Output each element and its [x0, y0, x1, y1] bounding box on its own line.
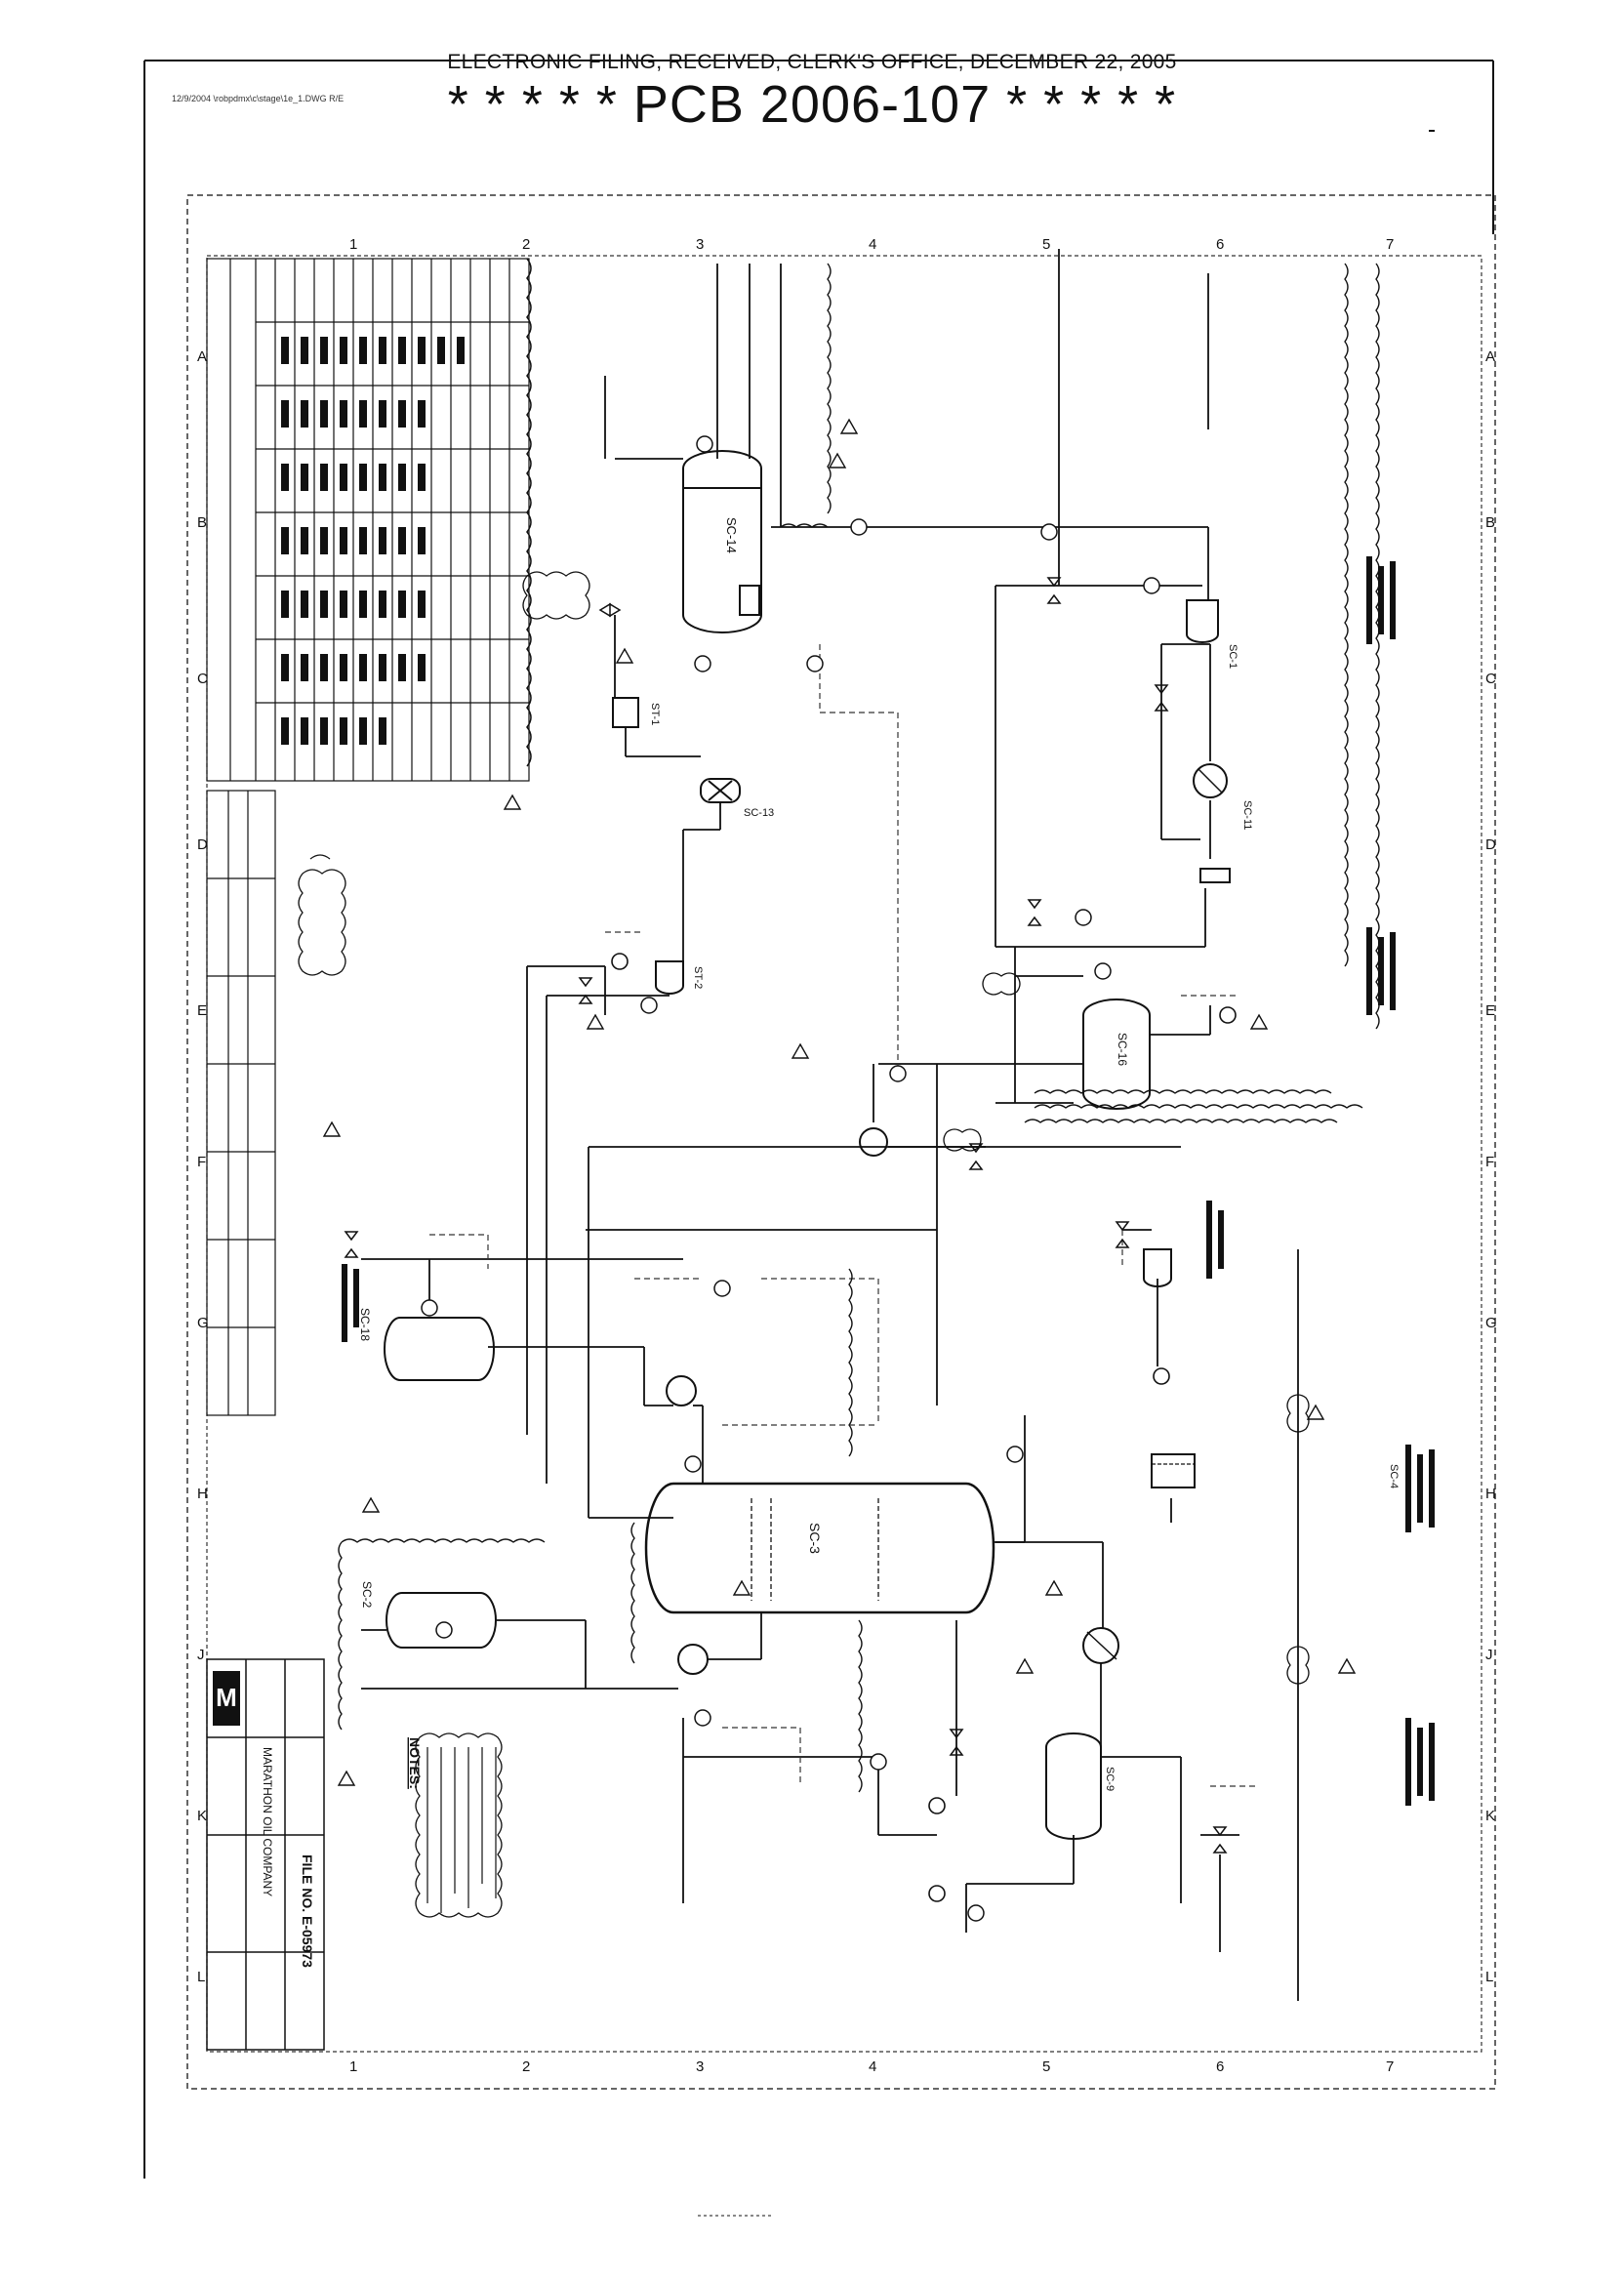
grid-row-left: H [197, 1486, 208, 1502]
reboiler [677, 1644, 709, 1675]
tank-small [1151, 1453, 1196, 1488]
company-logo [213, 1671, 240, 1726]
grid-col-bottom: 3 [696, 2058, 704, 2075]
scan-path-text: 12/9/2004 \robpdmx\c\stage\1e_1.DWG R/E [172, 94, 345, 103]
grid-col-bottom: 1 [349, 2058, 357, 2075]
grid-row-right: L [1485, 1969, 1493, 1985]
grid-row-right: G [1485, 1315, 1497, 1331]
filter-st2 [655, 960, 684, 995]
tag-sc1: SC-1 [1227, 644, 1238, 669]
company-logo-letter: M [216, 1683, 237, 1712]
grid-col-bottom: 2 [522, 2058, 530, 2075]
vessel-sc14-packing [739, 585, 760, 616]
revision-block [206, 790, 276, 1416]
table-cell-marks [281, 337, 465, 745]
pumps [611, 953, 1237, 1902]
grid-col-top: 3 [696, 236, 704, 253]
sight-glass [1199, 868, 1231, 883]
grid-col-top: 2 [522, 236, 530, 253]
tag-sc2: SC-2 [360, 1581, 374, 1609]
grid-row-left: C [197, 671, 208, 687]
filter-small [1143, 1248, 1172, 1287]
accumulator-sc9 [1045, 1732, 1102, 1840]
traced-lines-horizontal [780, 523, 1363, 1109]
grid-col-top: 6 [1216, 236, 1224, 253]
instrument-lines [429, 644, 1259, 1787]
drawing-number: FILE NO. E-05973 [300, 1854, 315, 1968]
grid-col-top: 7 [1386, 236, 1394, 253]
tag-sc9: SC-9 [1104, 1767, 1116, 1791]
vessel-sc16 [1082, 998, 1151, 1110]
grid-row-left: G [197, 1315, 209, 1331]
revision-clouds [298, 571, 1310, 1685]
drum-sc2 [386, 1592, 497, 1649]
grid-col-bottom: 4 [869, 2058, 876, 2075]
instrument-bubbles [421, 435, 1160, 1922]
grid-row-left: F [197, 1154, 206, 1170]
filter-sc1 [1186, 599, 1219, 643]
drum-sc18 [384, 1317, 495, 1381]
grid-col-top: 1 [349, 236, 357, 253]
piping [361, 249, 1299, 2001]
case-number: * * * * * PCB 2006-107 * * * * * [447, 75, 1177, 134]
drawing-frame-inner [206, 255, 1482, 2053]
grid-col-bottom: 7 [1386, 2058, 1394, 2075]
revision-cloud-notes [415, 1732, 503, 1918]
title-block [206, 1658, 325, 2051]
grid-row-right: F [1485, 1154, 1494, 1170]
column-sc3 [644, 1482, 995, 1614]
grid-row-left: B [197, 514, 207, 531]
carbon-bed-x2 [708, 780, 733, 801]
company-name: MARATHON OIL COMPANY [261, 1747, 274, 1896]
grid-row-right: D [1485, 836, 1496, 853]
tag-sc18: SC-18 [358, 1308, 372, 1341]
grid-col-top: 5 [1042, 236, 1050, 253]
exchanger-upper [859, 1127, 888, 1157]
grid-row-left: K [197, 1808, 207, 1824]
grid-row-left: J [197, 1647, 205, 1663]
tag-sc14: SC-14 [724, 517, 739, 553]
traced-lines [338, 263, 1380, 1793]
notes-heading: NOTES: [407, 1737, 423, 1789]
condenser-sc4-slash [1086, 1631, 1117, 1660]
tag-sc11: SC-11 [1241, 800, 1253, 830]
valves [344, 577, 1228, 1854]
exchanger-sc11-slash [1198, 768, 1223, 794]
grid-col-bottom: 6 [1216, 2058, 1224, 2075]
revision-triangles [322, 418, 1357, 1786]
grid-row-right: B [1485, 514, 1495, 531]
grid-row-right: J [1485, 1647, 1493, 1663]
drawing-frame-outer [186, 194, 1496, 2090]
grid-row-right: E [1485, 1002, 1495, 1019]
exchanger-sc11 [1193, 763, 1228, 798]
grid-row-left: D [197, 836, 208, 853]
notes-lines [426, 1747, 497, 1913]
vessel-sc14 [682, 450, 762, 633]
exchanger-left [666, 1375, 697, 1406]
tag-st1: ST-1 [649, 703, 661, 725]
revision-cloud-table [526, 258, 532, 767]
grid-col-top: 4 [869, 236, 876, 253]
grid-row-left: L [197, 1969, 205, 1985]
label-marks [342, 556, 1435, 1806]
filing-stamp: ELECTRONIC FILING, RECEIVED, CLERK'S OFF… [447, 51, 1177, 73]
grid-col-bottom: 5 [1042, 2058, 1050, 2075]
grid-row-right: A [1485, 348, 1495, 365]
grid-row-left: A [197, 348, 207, 365]
tag-sc4: SC-4 [1388, 1464, 1400, 1488]
grid-row-right: K [1485, 1808, 1495, 1824]
filter-st1 [612, 697, 639, 728]
grid-row-left: E [197, 1002, 207, 1019]
tag-st2: ST-2 [692, 966, 704, 989]
material-balance-table [206, 258, 530, 782]
tag-sc16: SC-16 [1116, 1033, 1129, 1066]
grid-row-right: H [1485, 1486, 1496, 1502]
tag-sc3: SC-3 [807, 1523, 823, 1554]
tag-sc13: SC-13 [744, 807, 774, 819]
grid-row-right: C [1485, 671, 1496, 687]
